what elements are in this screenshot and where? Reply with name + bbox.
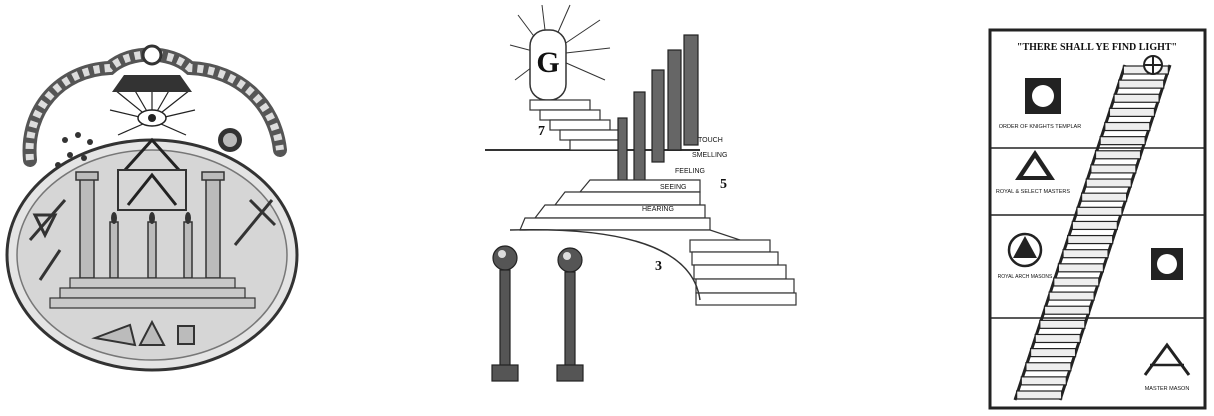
ladder-rung [1119,80,1164,88]
ladder-title: "THERE SHALL YE FIND LIGHT" [1017,42,1177,53]
degree-label-knights-templar: ORDER OF KNIGHTS TEMPLAR [999,124,1081,130]
ladder-rung [1086,179,1131,187]
ladder-rung [1054,278,1099,286]
masonic-ladder-chart: "THERE SHALL YE FIND LIGHT" ORDER OF KNI… [985,0,1210,416]
step-label-hearing: HEARING [642,206,674,213]
step-label-seeing: SEEING [660,184,686,191]
degree-label-royal-arch-masons: ROYAL ARCH MASONS [998,274,1053,280]
masonic-medallion-illustration [0,0,310,416]
winding-staircase-illustration: G 7 TOUCH SMELLING FEELING SEEING HEARIN… [470,0,810,416]
ladder-rung [1063,250,1108,258]
ladder-rung [1114,94,1159,102]
ladder-rung [1058,264,1103,272]
degree-label-royal-select-masters: ROYAL & SELECT MASTERS [996,189,1071,195]
letter-g: G [536,46,559,79]
ladder-rung [1100,137,1145,145]
ladder-rung [1105,123,1150,131]
step-label-touch: TOUCH [698,137,723,144]
ladder-rung [1021,377,1066,385]
ladder-rung [1072,221,1117,229]
ladder-rung [1091,165,1136,173]
ladder-rung [1096,151,1141,159]
ladder-rung [1044,306,1089,314]
ladder-rung [1035,334,1080,342]
number-five: 5 [720,177,727,192]
number-three: 3 [655,259,662,274]
step-label-smelling: SMELLING [692,152,727,159]
ladder-rung [1082,193,1127,201]
ladder-rung [1077,207,1122,215]
ladder-rung [1049,292,1094,300]
ladder-rung [1017,391,1062,399]
number-seven: 7 [538,124,545,139]
ladder-rung [1031,349,1076,357]
degree-label-master-mason: MASTER MASON [1145,386,1190,392]
ladder-rung [1068,236,1113,244]
ladder-rung [1040,320,1085,328]
ladder-rung [1109,108,1154,116]
ladder-rung [1026,363,1071,371]
step-label-feeling: FEELING [675,168,705,175]
